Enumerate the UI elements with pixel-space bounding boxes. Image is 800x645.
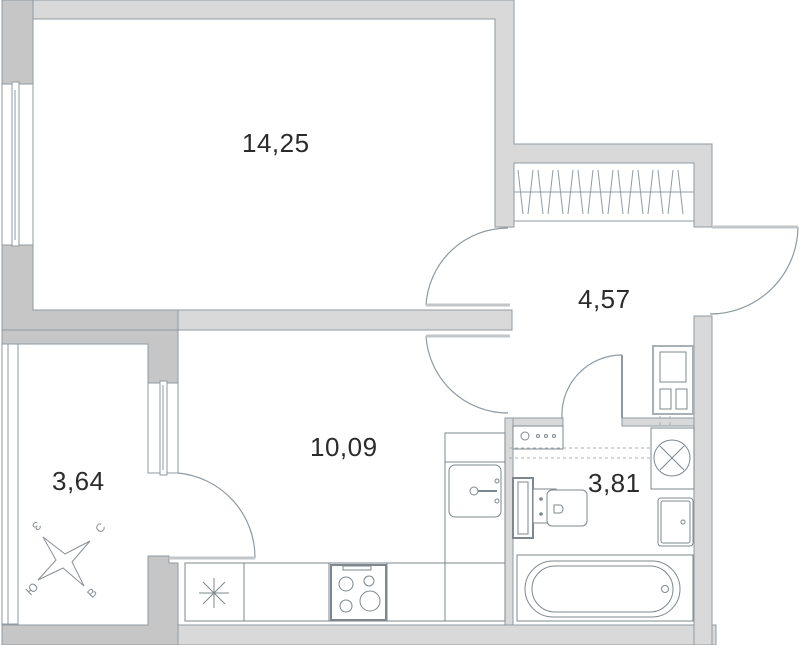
room-area-kitchen: 10,09	[310, 432, 378, 462]
wardrobe	[513, 162, 695, 222]
room-area-hallway: 4,57	[578, 284, 631, 314]
extractor-icon	[199, 578, 229, 608]
room-area-living-room: 14,25	[242, 128, 310, 158]
bathroom-fixtures	[509, 345, 695, 622]
windows	[1, 81, 179, 625]
walls	[1, 0, 717, 645]
doors	[170, 225, 799, 560]
room-area-balcony: 3,64	[52, 466, 105, 496]
room-area-bathroom: 3,81	[588, 468, 641, 498]
compass-icon	[37, 536, 91, 587]
kitchen-units	[184, 432, 506, 622]
